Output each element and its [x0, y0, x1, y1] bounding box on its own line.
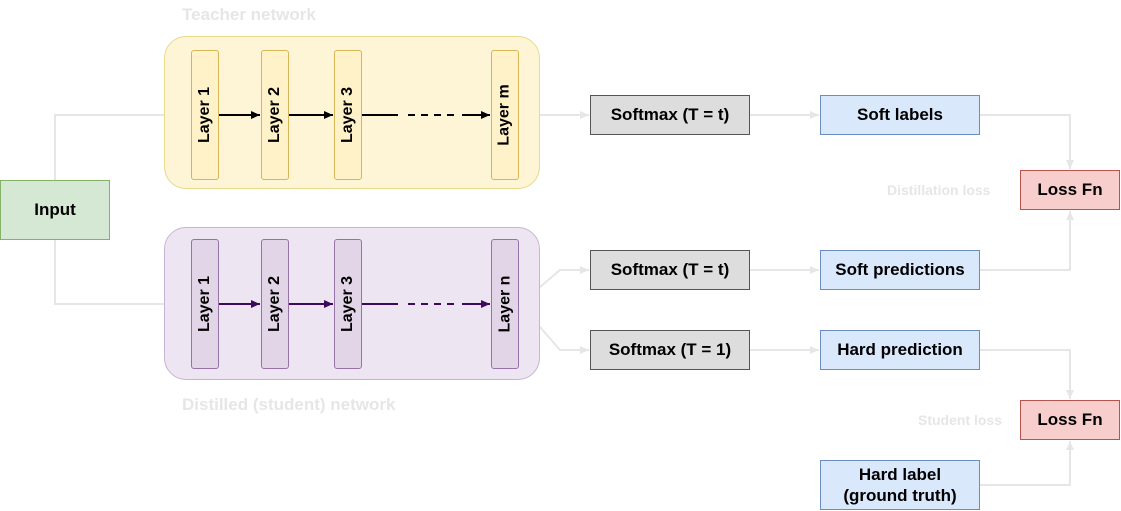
teacher-layer-1-label: Layer 1 — [196, 86, 214, 144]
distillation-loss-fn-node: Loss Fn — [1020, 170, 1120, 210]
teacher-layer-3: Layer 3 — [334, 50, 362, 180]
student-network-caption: Distilled (student) network — [182, 395, 396, 414]
student-loss-fn-label: Loss Fn — [1037, 410, 1103, 430]
soft-labels-node: Soft labels — [820, 95, 980, 135]
teacher-layer-m-label: Layer m — [496, 84, 513, 146]
student-loss-caption: Student loss — [918, 412, 1003, 428]
student-layer-2-label: Layer 2 — [266, 275, 284, 333]
input-to-student-connector — [54, 240, 190, 308]
hard-label-to-loss-connector — [980, 441, 1074, 486]
student-layer-n-label: Layer n — [496, 275, 514, 333]
teacher-layer-2-label: Layer 2 — [266, 86, 284, 144]
teacher-layer-m: Layer m — [491, 50, 519, 180]
input-node: Input — [0, 180, 110, 240]
student-layer-2: Layer 2 — [261, 239, 289, 369]
distillation-loss-caption: Distillation loss — [887, 182, 991, 198]
hard-label-node: Hard label (ground truth) — [820, 460, 980, 510]
hard-prediction-to-loss-connector — [980, 349, 1074, 399]
hard-label-line-1: Hard label — [858, 464, 942, 484]
soft-predictions-label: Soft predictions — [835, 260, 965, 280]
teacher-softmax-label: Softmax (T = t) — [610, 105, 730, 125]
student-softmax-t-label: Softmax (T = t) — [610, 260, 730, 280]
student-layer-n: Layer n — [491, 239, 519, 369]
student-softmax-1-node: Softmax (T = 1) — [590, 330, 750, 370]
student-layer-1: Layer 1 — [191, 239, 219, 369]
soft-predictions-node: Soft predictions — [820, 250, 980, 290]
soft-predictions-to-loss-connector — [980, 211, 1074, 271]
student-layer-3: Layer 3 — [334, 239, 362, 369]
student-layer-3-label: Layer 3 — [339, 275, 357, 333]
teacher-layer-3-label: Layer 3 — [339, 86, 357, 144]
input-label: Input — [34, 200, 76, 220]
hard-prediction-label: Hard prediction — [837, 340, 963, 360]
distillation-loss-fn-label: Loss Fn — [1037, 180, 1103, 200]
hard-label-line-2: (ground truth) — [843, 486, 957, 505]
soft-labels-to-loss-connector — [980, 114, 1074, 169]
student-softmax-1-label: Softmax (T = 1) — [608, 340, 732, 360]
student-loss-fn-node: Loss Fn — [1020, 400, 1120, 440]
teacher-network-caption: Teacher network — [182, 5, 316, 24]
soft-labels-label: Soft labels — [857, 105, 943, 125]
input-to-teacher-connector — [54, 111, 190, 180]
teacher-layer-1: Layer 1 — [191, 50, 219, 180]
student-layer-1-label: Layer 1 — [196, 275, 214, 333]
hard-prediction-node: Hard prediction — [820, 330, 980, 370]
teacher-softmax-node: Softmax (T = t) — [590, 95, 750, 135]
student-softmax-t-node: Softmax (T = t) — [590, 250, 750, 290]
teacher-layer-2: Layer 2 — [261, 50, 289, 180]
